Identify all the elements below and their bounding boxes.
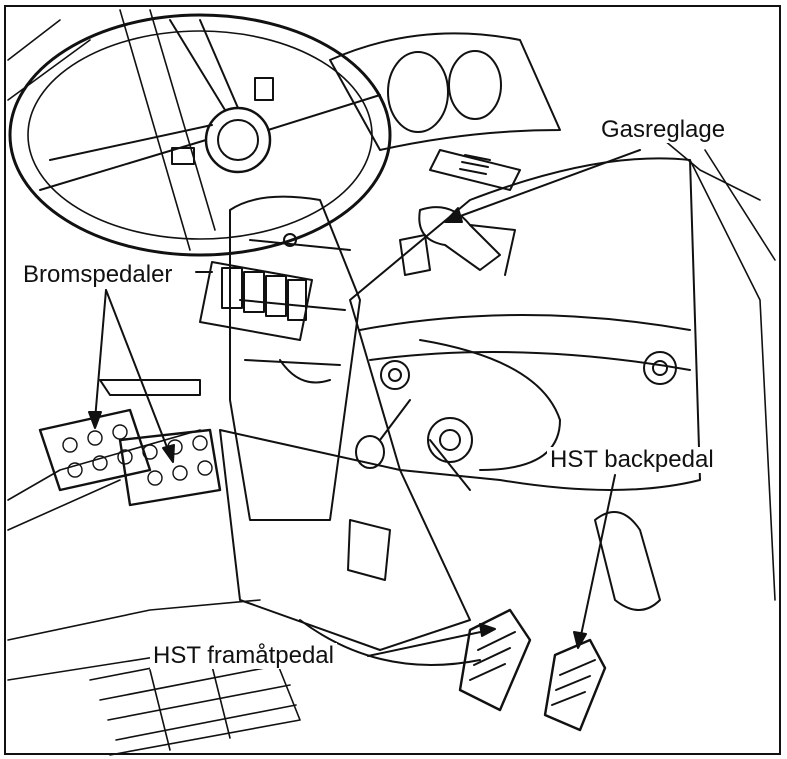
column-levers bbox=[355, 399, 471, 491]
brake-leader-right bbox=[105, 289, 171, 456]
figure-border bbox=[4, 5, 781, 755]
hst-forward-leader bbox=[367, 629, 491, 657]
hst-back-leader bbox=[579, 474, 616, 641]
brake-pedals bbox=[38, 379, 222, 507]
throttle-lever bbox=[399, 206, 516, 276]
side-console bbox=[349, 157, 701, 491]
throttle-label: Gasreglage bbox=[598, 117, 729, 143]
cab-frame bbox=[7, 9, 776, 681]
throttle-leader bbox=[454, 149, 641, 219]
hst-reverse-pedal-label: HST backpedal bbox=[547, 447, 717, 473]
switch-panel bbox=[199, 261, 313, 341]
steering-column bbox=[229, 195, 361, 521]
instrument-cluster bbox=[329, 32, 561, 191]
floor-tunnel bbox=[219, 429, 481, 666]
brake-leader-left bbox=[94, 289, 107, 421]
leader-lines bbox=[88, 149, 641, 657]
hst-pedals bbox=[458, 511, 661, 732]
steering-wheel bbox=[8, 13, 392, 257]
brake-pedals-label: Bromspedaler bbox=[20, 262, 176, 288]
hst-forward-pedal-label: HST framåtpedal bbox=[150, 643, 337, 669]
